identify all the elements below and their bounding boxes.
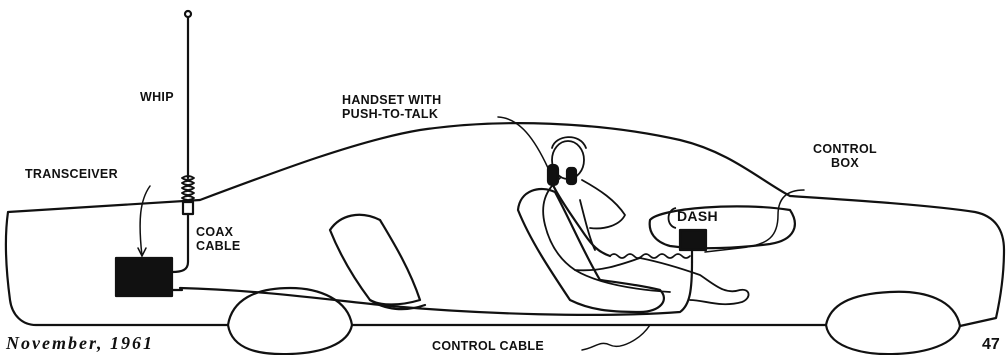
front-wheel-arch bbox=[826, 325, 960, 354]
whip-label: WHIP bbox=[140, 90, 174, 104]
transceiver-label: TRANSCEIVER bbox=[25, 167, 118, 181]
rear-wheel-arch bbox=[228, 325, 352, 354]
dash-label: DASH bbox=[677, 209, 718, 223]
control-cable-label: CONTROL CABLE bbox=[432, 339, 544, 353]
handset-label: HANDSET WITH PUSH-TO-TALK bbox=[342, 93, 441, 121]
rear-seat bbox=[330, 215, 420, 305]
control-box-leader bbox=[705, 190, 804, 252]
coax-label-line1: COAX bbox=[196, 225, 241, 239]
page-number: 47 bbox=[982, 336, 1000, 354]
control-box-label-line1: CONTROL bbox=[810, 142, 880, 156]
coax-label-line2: CABLE bbox=[196, 239, 241, 253]
control-box bbox=[680, 230, 706, 250]
front-seat bbox=[518, 189, 664, 312]
dashboard bbox=[650, 206, 795, 248]
transceiver-box bbox=[116, 258, 172, 296]
control-box-label: CONTROL BOX bbox=[810, 142, 880, 170]
transceiver-leader bbox=[140, 186, 150, 256]
handset-coiled-cord bbox=[610, 254, 690, 258]
control-cable-line bbox=[180, 262, 692, 315]
coax-cable-label: COAX CABLE bbox=[196, 225, 241, 253]
coax-cable-line bbox=[172, 214, 188, 272]
handset-label-line1: HANDSET WITH bbox=[342, 93, 441, 107]
handset-leader bbox=[498, 117, 548, 168]
whip-antenna bbox=[182, 11, 194, 214]
control-cable-leader bbox=[582, 325, 650, 350]
control-box-label-line2: BOX bbox=[810, 156, 880, 170]
issue-date: November, 1961 bbox=[6, 333, 154, 354]
handset-label-line2: PUSH-TO-TALK bbox=[342, 107, 441, 121]
